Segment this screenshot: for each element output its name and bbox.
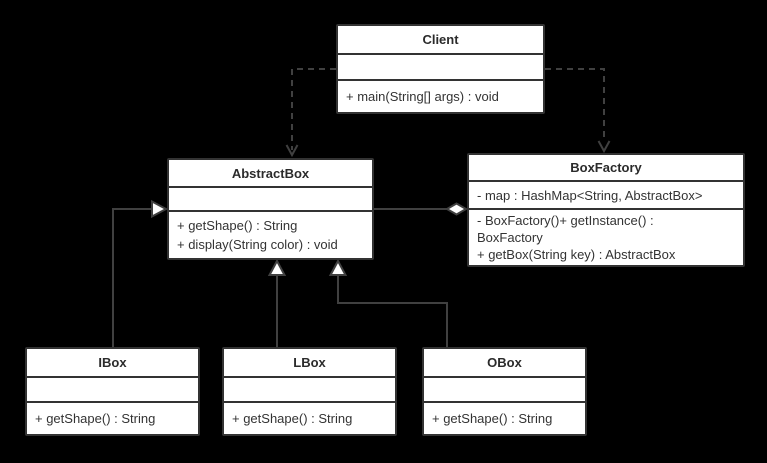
- hollow-triangle-icon: [267, 258, 287, 276]
- open-arrowhead-icon: [597, 140, 611, 154]
- class-attributes-empty: [27, 376, 198, 401]
- generalization-ibox-to-abstractbox[interactable]: [112, 199, 169, 348]
- dashed-line: [291, 68, 336, 150]
- class-node-client[interactable]: Client + main(String[] args) : void: [336, 24, 545, 114]
- method-item: + display(String color) : void: [177, 237, 338, 252]
- hollow-triangle-icon: [151, 199, 169, 219]
- class-methods: + getShape() : String + display(String c…: [169, 210, 372, 258]
- class-title: AbstractBox: [231, 165, 310, 181]
- class-title: BoxFactory: [570, 160, 642, 175]
- class-title: Client: [422, 32, 459, 47]
- method-item: + getShape() : String: [432, 410, 553, 426]
- class-attributes-empty: [424, 376, 585, 401]
- class-title: IBox: [98, 355, 127, 370]
- class-title: OBox: [487, 355, 522, 370]
- method-item: + main(String[] args) : void: [346, 88, 499, 104]
- generalization-obox-to-abstractbox[interactable]: [328, 258, 448, 347]
- aggregation-abstractbox-to-boxfactory[interactable]: [374, 202, 468, 216]
- method-item: + getShape() : String: [177, 218, 298, 233]
- solid-line: [112, 208, 152, 347]
- class-methods: + getShape() : String: [27, 401, 198, 434]
- class-methods: + getShape() : String: [424, 401, 585, 434]
- class-attributes-empty: [224, 376, 395, 401]
- class-methods: + main(String[] args) : void: [338, 79, 543, 112]
- hollow-diamond-icon: [445, 202, 468, 216]
- method-item: + getBox(String key) : AbstractBox: [477, 246, 676, 262]
- class-node-obox[interactable]: OBox + getShape() : String: [422, 347, 587, 436]
- class-title: LBox: [293, 355, 326, 370]
- solid-line: [337, 275, 448, 347]
- class-node-ibox[interactable]: IBox + getShape() : String: [25, 347, 200, 436]
- class-attributes-empty: [169, 186, 372, 210]
- class-methods: + getShape() : String: [224, 401, 395, 434]
- hollow-triangle-icon: [328, 258, 348, 276]
- generalization-lbox-to-abstractbox[interactable]: [267, 258, 287, 347]
- open-arrowhead-icon: [285, 144, 299, 158]
- method-item: - BoxFactory()+ getInstance() :: [477, 212, 654, 228]
- dependency-client-to-boxfactory[interactable]: [545, 68, 611, 154]
- class-node-lbox[interactable]: LBox + getShape() : String: [222, 347, 397, 436]
- method-item: + getShape() : String: [35, 410, 156, 426]
- dependency-client-to-abstractbox[interactable]: [285, 68, 337, 158]
- class-node-abstractbox[interactable]: AbstractBox + getShape() : String + disp…: [167, 158, 374, 260]
- class-attribute-item: - map : HashMap<String, AbstractBox>: [469, 180, 743, 208]
- class-attributes-empty: [338, 53, 543, 79]
- class-methods: - BoxFactory()+ getInstance() : BoxFacto…: [469, 208, 743, 265]
- dashed-line: [545, 68, 605, 141]
- method-item-wrap: BoxFactory: [477, 229, 543, 245]
- class-node-boxfactory[interactable]: BoxFactory - map : HashMap<String, Abstr…: [467, 153, 745, 267]
- method-item: + getShape() : String: [232, 410, 353, 426]
